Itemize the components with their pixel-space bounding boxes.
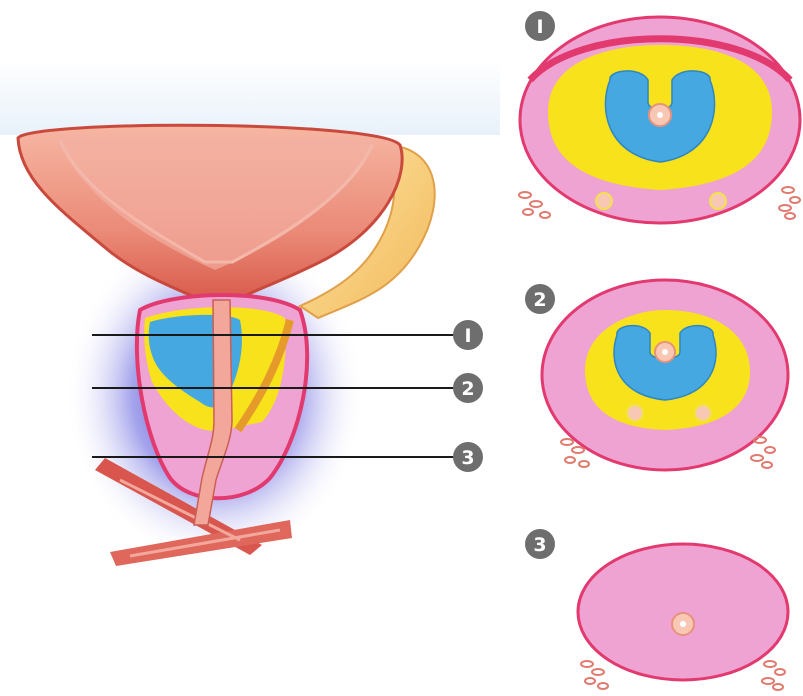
- section-3-vessels-right: [762, 661, 785, 690]
- level-marker-3: 3: [453, 442, 483, 472]
- section-1-vessels-right: [779, 187, 800, 219]
- background-wash: [0, 60, 500, 135]
- sagittal-illustration: [0, 60, 500, 566]
- level-marker-1: I: [453, 320, 483, 350]
- section-1-vessels-left: [519, 192, 550, 218]
- section-1-duct-left: [596, 193, 612, 209]
- cross-section-1: I: [519, 11, 800, 223]
- section-2-duct-right: [695, 405, 711, 421]
- cross-section-2-label: 2: [533, 289, 546, 311]
- level-marker-3-label: 3: [461, 447, 474, 469]
- cross-section-1-label: I: [536, 16, 543, 38]
- section-1-urethra-lumen: [657, 112, 663, 118]
- section-2-urethra-lumen: [662, 349, 668, 355]
- cross-section-3-label: 3: [533, 534, 546, 556]
- section-2-vessels-right: [751, 437, 775, 468]
- section-3-vessels-left: [581, 661, 608, 689]
- cross-section-2: 2: [525, 280, 788, 470]
- section-2-duct-left: [627, 405, 643, 421]
- level-marker-2-label: 2: [461, 378, 474, 400]
- cross-section-3: 3: [525, 529, 788, 690]
- section-1-duct-right: [710, 193, 726, 209]
- level-marker-2: 2: [453, 373, 483, 403]
- section-3-urethra-lumen: [680, 621, 686, 627]
- level-marker-1-label: I: [464, 325, 471, 347]
